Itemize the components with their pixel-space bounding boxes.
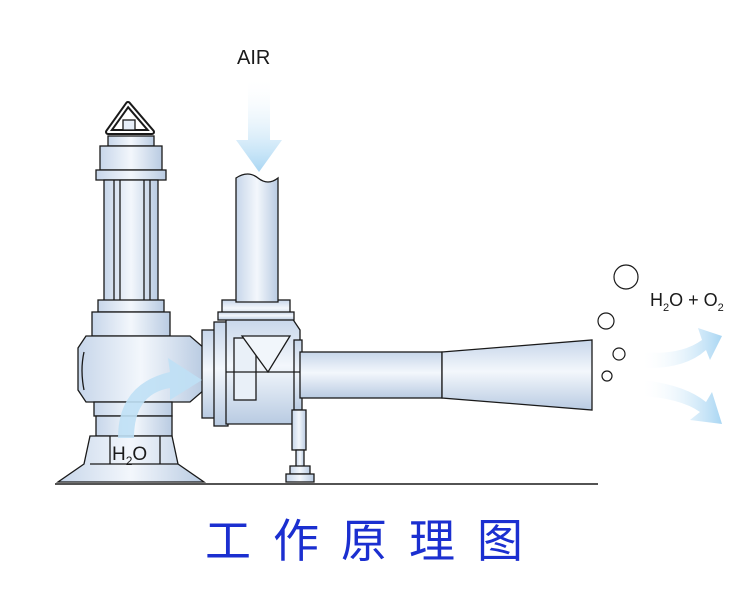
ejector-chamber: [201, 299, 303, 427]
outlet-flow-arrow-lower: [640, 380, 722, 424]
outlet-flow-arrow-upper: [640, 328, 722, 369]
air-flow-arrow: [236, 76, 282, 172]
air-bubbles: [597, 264, 639, 382]
water-inlet-label: H2O: [112, 444, 147, 468]
air-label: AIR: [237, 47, 270, 69]
air-intake-pipe: [235, 173, 279, 303]
outlet-pipe: [299, 339, 593, 411]
outlet-label: H2O + O2: [650, 290, 724, 314]
support-leg: [285, 409, 315, 483]
water-inlet-flow-arrow: [118, 358, 202, 438]
diagram-caption: 工作原理图: [205, 514, 545, 568]
